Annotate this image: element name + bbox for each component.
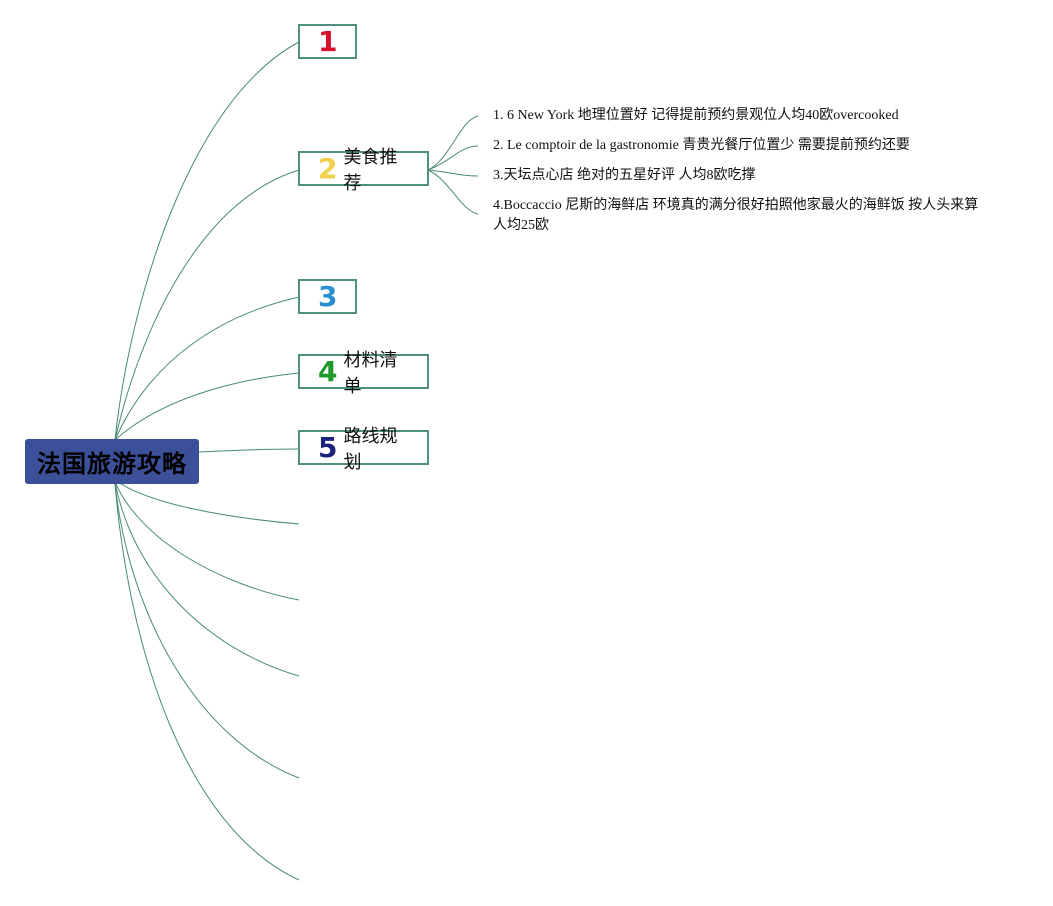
- connector-topic-1: [114, 41, 300, 441]
- connector-empty-2: [114, 481, 300, 601]
- topic-5[interactable]: 5 路线规划: [298, 426, 429, 473]
- root-topic-label: 法国旅游攻略: [37, 450, 187, 478]
- root-topic[interactable]: 法国旅游攻略: [25, 439, 199, 484]
- connector-note-3: [427, 169, 479, 177]
- topic-5-number-icon: 5: [318, 430, 338, 464]
- topic-5-label: 路线规划: [343, 425, 398, 473]
- connector-empty-3: [114, 482, 300, 677]
- connector-empty-4: [114, 483, 300, 779]
- connector-note-4: [427, 169, 479, 215]
- food-note-3[interactable]: 3.天坛点心店 绝对的五星好评 人均8欧吃撑: [493, 168, 756, 183]
- connector-topic-5: [198, 448, 300, 453]
- topic-2[interactable]: 2 美食推荐: [298, 147, 429, 194]
- connector-empty-5: [114, 483, 300, 881]
- connector-note-1: [427, 115, 479, 171]
- connector-topic-3: [114, 296, 300, 441]
- topic-2-number-icon: 2: [318, 151, 338, 185]
- topic-1[interactable]: 1: [298, 24, 357, 59]
- topic-4-number-icon: 4: [318, 354, 338, 388]
- food-note-1[interactable]: 1. 6 New York 地理位置好 记得提前预约景观位人均40欧overco…: [493, 108, 899, 123]
- topic-2-label: 美食推荐: [343, 146, 398, 194]
- topic-4-label: 材料清单: [343, 349, 398, 397]
- connector-note-2: [427, 145, 479, 171]
- topic-3-number-icon: 3: [318, 279, 338, 313]
- connector-empty-1: [114, 479, 300, 525]
- food-note-2[interactable]: 2. Le comptoir de la gastronomie 青贵光餐厅位置…: [493, 138, 910, 153]
- food-note-4-continued[interactable]: 人均25欧: [493, 218, 549, 233]
- topic-4[interactable]: 4 材料清单: [298, 350, 429, 397]
- topic-3[interactable]: 3: [298, 279, 357, 314]
- topic-1-number-icon: 1: [318, 24, 338, 58]
- connector-topic-4: [114, 372, 300, 441]
- connector-topic-2: [114, 169, 300, 441]
- food-note-4[interactable]: 4.Boccaccio 尼斯的海鲜店 环境真的满分很好拍照他家最火的海鲜饭 按人…: [493, 198, 979, 213]
